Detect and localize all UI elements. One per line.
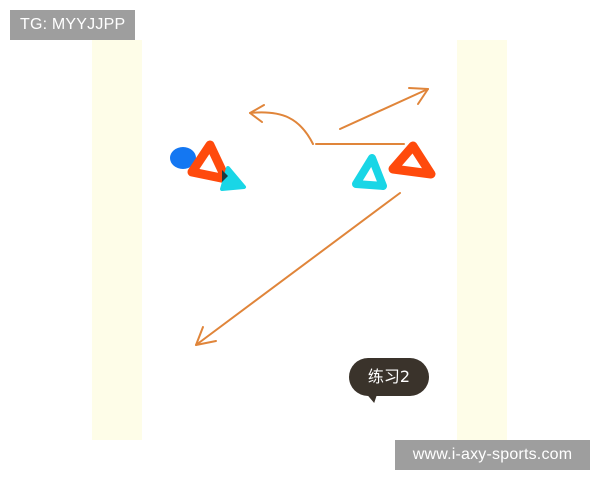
right-lane-strip [457,40,507,440]
arrow-head-upper-right [408,87,429,105]
cone-overlap-dark-icon [222,170,228,182]
left-lane-strip [92,40,142,440]
drill-number-bubble: 练习2 [349,358,429,396]
cone-orange-right-icon [388,141,436,179]
tg-watermark-label: TG: MYYJJPP [10,10,136,40]
arrow-long-diagonal [195,192,401,346]
arrow-curve-left [249,111,314,145]
speech-bubble-tail-icon [364,392,381,403]
cone-orange-left-icon [187,140,231,184]
arrow-head-long-diagonal [195,326,217,346]
arrow-upper-right [339,88,429,130]
site-watermark-label: www.i-axy-sports.com [395,440,590,470]
cone-cyan-right-icon [352,154,387,190]
arrow-head-curve-left [249,104,265,123]
ball-icon [170,147,196,169]
